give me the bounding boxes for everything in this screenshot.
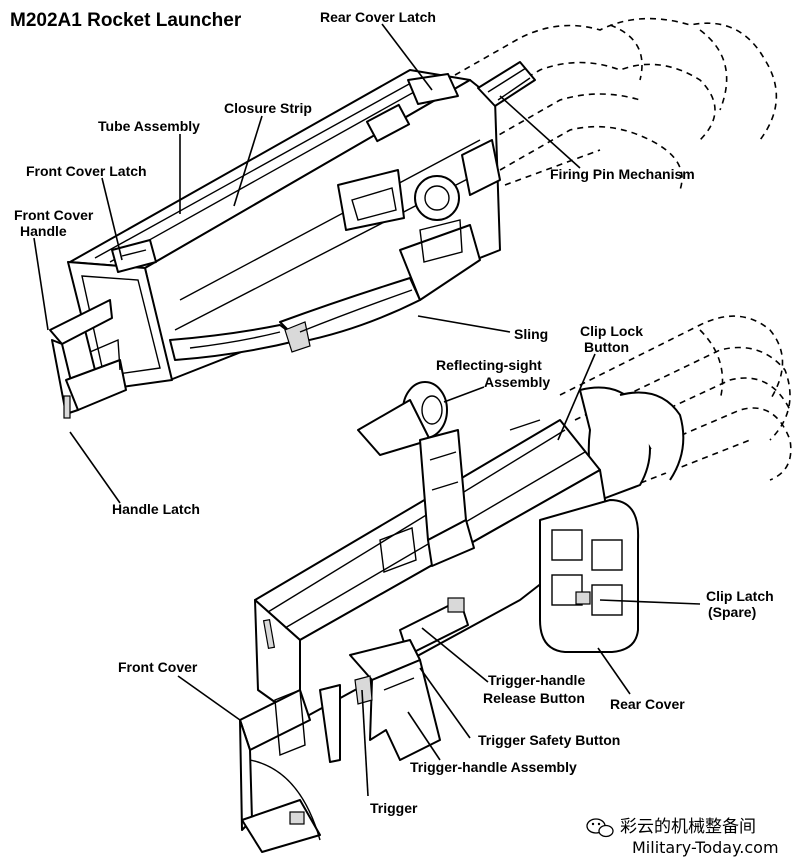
label-reflecting-sight-line1: Reflecting-sight	[436, 357, 542, 373]
bottom-rear-cover	[539, 499, 640, 653]
label-firing-pin-mechanism: Firing Pin Mechanism	[550, 166, 695, 182]
top-launcher-drawing	[49, 17, 778, 419]
diagram-title: M202A1 Rocket Launcher	[10, 10, 242, 31]
label-clip-latch-line2: (Spare)	[708, 604, 756, 620]
watermark-chinese: 彩云的机械整备间	[620, 817, 756, 837]
watermark: 彩云的机械整备间 Military-Today.com	[586, 817, 779, 857]
label-trigger-safety-button: Trigger Safety Button	[478, 732, 620, 748]
leader-clip-lock	[557, 353, 596, 441]
leader-handle-latch	[69, 431, 121, 504]
label-sling: Sling	[514, 326, 548, 342]
leader-front-cover-latch	[101, 177, 123, 261]
leader-closure-strip	[233, 115, 263, 207]
label-rear-cover: Rear Cover	[610, 696, 685, 712]
leader-front-cover	[177, 675, 241, 721]
label-trigger: Trigger	[370, 800, 418, 816]
leader-sling	[417, 315, 511, 333]
label-tube-assembly: Tube Assembly	[98, 118, 200, 134]
bottom-front-cover	[239, 684, 341, 853]
label-reflecting-sight-line2: Assembly	[484, 374, 550, 390]
wechat-icon	[586, 818, 614, 838]
bottom-reflecting-sight	[357, 381, 475, 567]
label-rear-cover-latch: Rear Cover Latch	[320, 9, 436, 25]
label-front-cover-latch: Front Cover Latch	[26, 163, 147, 179]
label-trigger-handle-release-line1: Trigger-handle	[488, 672, 585, 688]
leader-trigger-handle-release	[421, 627, 489, 683]
top-front-cover-handle	[49, 239, 157, 419]
leader-lines	[33, 23, 701, 797]
bottom-launcher-drawing	[239, 315, 792, 853]
label-trigger-handle-release-line2: Release Button	[483, 690, 585, 706]
leader-trigger-safety	[419, 667, 471, 739]
label-trigger-handle-assembly: Trigger-handle Assembly	[410, 759, 577, 775]
label-handle-latch: Handle Latch	[112, 501, 200, 517]
leader-front-cover-handle	[33, 237, 49, 331]
label-clip-lock-button-line1: Clip Lock	[580, 323, 643, 339]
leader-trigger	[361, 689, 369, 797]
top-rocket-outlines	[454, 17, 778, 191]
leader-reflecting-sight	[443, 386, 485, 403]
label-front-cover: Front Cover	[118, 659, 198, 675]
top-sling	[169, 224, 481, 361]
top-rear-hardware	[337, 61, 536, 263]
labels: M202A1 Rocket Launcher Rear Cover Latch …	[10, 9, 774, 816]
leader-trigger-handle-assembly	[407, 711, 441, 761]
label-clip-latch-line1: Clip Latch	[706, 588, 774, 604]
leader-rear-cover-latch	[381, 23, 433, 91]
label-clip-lock-button-line2: Button	[584, 339, 629, 355]
label-closure-strip: Closure Strip	[224, 100, 312, 116]
leader-firing-pin	[499, 95, 581, 169]
leader-rear-cover	[597, 647, 631, 695]
watermark-site: Military-Today.com	[632, 838, 779, 857]
label-front-cover-handle-line1: Front Cover	[14, 207, 94, 223]
label-front-cover-handle-line2: Handle	[20, 223, 67, 239]
leader-clip-latch	[599, 599, 701, 605]
